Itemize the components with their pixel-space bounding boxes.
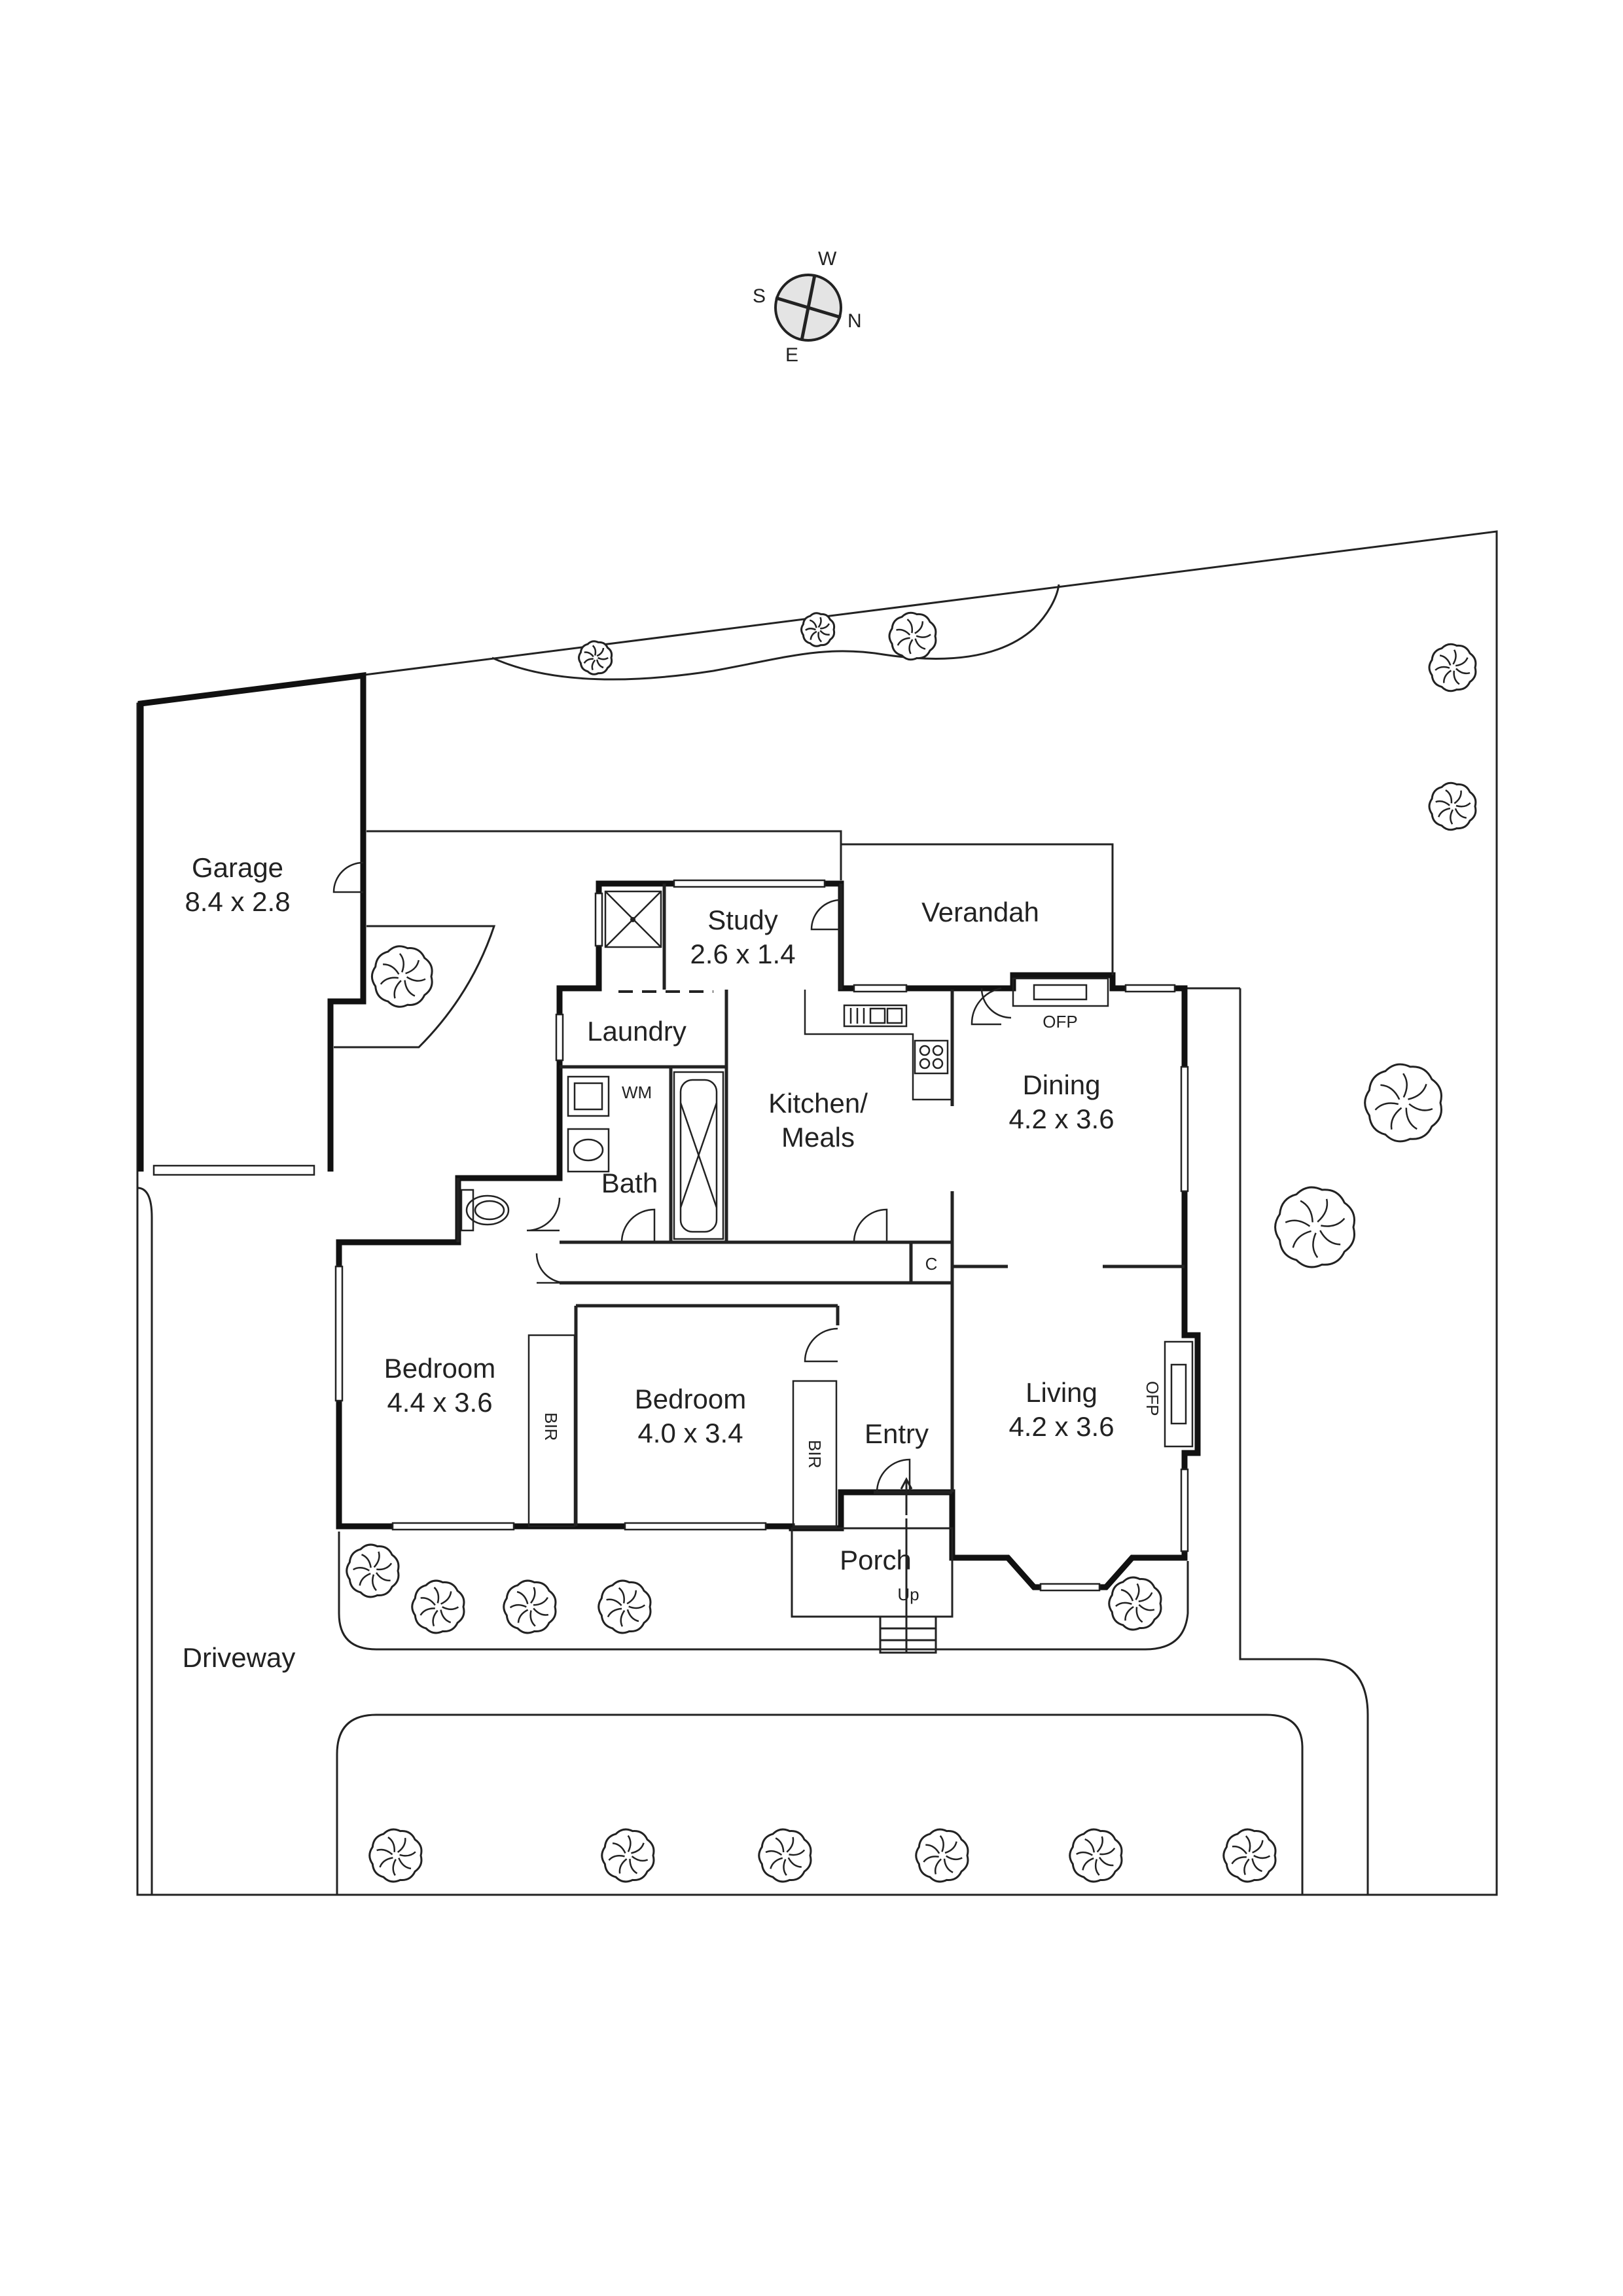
tree-icon xyxy=(1069,1828,1123,1883)
doors xyxy=(526,899,1012,1493)
fixtures xyxy=(460,890,1194,1448)
tree-icon xyxy=(1364,1063,1442,1143)
tree-icon xyxy=(370,945,433,1008)
laundry-label: Laundry xyxy=(587,1016,687,1047)
garage-walls xyxy=(137,672,366,1172)
washing-machine-label: WM xyxy=(622,1083,652,1102)
garage-label: Garage xyxy=(192,852,283,883)
built-in-robe-1-label: BIR xyxy=(541,1412,561,1441)
cooktop xyxy=(914,1039,949,1075)
tree-icon xyxy=(1108,1576,1162,1631)
tree-icon xyxy=(601,1828,655,1883)
porch-label: Porch xyxy=(840,1545,912,1575)
tree-icon xyxy=(1222,1828,1277,1883)
study-dims: 2.6 x 1.4 xyxy=(690,939,795,969)
tree-icon xyxy=(503,1579,557,1634)
tree-icon xyxy=(1428,643,1477,692)
tree-icon xyxy=(597,1579,652,1634)
bedroom-2-dims: 4.0 x 3.4 xyxy=(637,1418,743,1448)
tree-icon xyxy=(800,612,836,647)
compass: W S N E xyxy=(753,248,862,366)
garden-bed-front xyxy=(338,1532,1189,1651)
dining-fireplace-label: OFP xyxy=(1043,1012,1077,1031)
cupboard-label: C xyxy=(925,1254,938,1274)
vanity-basin xyxy=(567,1128,610,1173)
built-in-robe-2-label: BIR xyxy=(805,1440,825,1468)
living-fireplace-label: OFP xyxy=(1143,1381,1162,1416)
garage-door xyxy=(152,1164,315,1176)
garage-dims: 8.4 x 2.8 xyxy=(185,886,290,917)
tree-icon xyxy=(411,1579,465,1634)
built-in-robe-1 xyxy=(527,1334,576,1528)
compass-west-label: W xyxy=(818,248,837,270)
bath-label: Bath xyxy=(601,1168,658,1198)
garage-side-door xyxy=(332,861,364,893)
tree-icon xyxy=(368,1828,423,1883)
verandah-outline xyxy=(840,843,1114,975)
windows xyxy=(334,879,1189,1592)
compass-needle-ew xyxy=(800,274,817,341)
bedroom-2-label: Bedroom xyxy=(635,1384,746,1414)
tree-icon xyxy=(346,1543,400,1598)
compass-south-label: S xyxy=(753,285,766,307)
shower xyxy=(604,890,662,948)
shower-drain xyxy=(630,917,635,922)
interior-walls xyxy=(456,884,1185,1526)
steps-up-label: Up xyxy=(897,1585,919,1604)
dining-label: Dining xyxy=(1022,1069,1100,1100)
tree-icon xyxy=(1428,781,1477,831)
living-fireplace xyxy=(1164,1340,1194,1448)
driveway-lines xyxy=(137,987,1369,1895)
courtyard-wall xyxy=(366,830,842,880)
dining-fireplace xyxy=(1012,977,1109,1007)
tree-icon xyxy=(758,1828,812,1883)
bedroom-1-dims: 4.4 x 3.6 xyxy=(387,1387,492,1418)
toilet-cistern xyxy=(460,1189,474,1232)
tree-icon xyxy=(1274,1186,1356,1268)
driveway-label: Driveway xyxy=(183,1642,296,1673)
tree-icon xyxy=(915,1828,969,1883)
house-exterior-walls xyxy=(336,880,1201,1590)
compass-north-label: N xyxy=(847,310,862,332)
tree-icon xyxy=(578,640,613,675)
study-label: Study xyxy=(707,905,777,935)
kitchen-label-line2: Meals xyxy=(781,1122,855,1153)
bedroom-1-label: Bedroom xyxy=(384,1353,495,1384)
dining-dims: 4.2 x 3.6 xyxy=(1008,1103,1114,1134)
porch-outline xyxy=(791,1527,954,1618)
property-boundary xyxy=(136,530,1498,1896)
kitchen-label-line1: Kitchen/ xyxy=(768,1088,868,1119)
compass-east-label: E xyxy=(785,344,798,366)
tree-icon xyxy=(888,611,937,661)
kitchen-bench xyxy=(804,990,954,1101)
porch-steps xyxy=(879,1477,937,1654)
laundry-trough xyxy=(567,1075,610,1117)
garden-bed-top xyxy=(491,584,1060,681)
sliding-doors xyxy=(618,990,728,1086)
garden-bed-garage xyxy=(334,925,496,1049)
entry-label: Entry xyxy=(865,1418,929,1449)
living-label: Living xyxy=(1026,1377,1097,1408)
built-in-robe-2 xyxy=(792,1380,838,1528)
toilet xyxy=(465,1194,510,1226)
kitchen-sink xyxy=(843,1004,908,1028)
bathtub xyxy=(673,1071,724,1240)
verandah-label: Verandah xyxy=(921,897,1039,927)
trees xyxy=(346,611,1477,1883)
living-dims: 4.2 x 3.6 xyxy=(1008,1411,1114,1442)
